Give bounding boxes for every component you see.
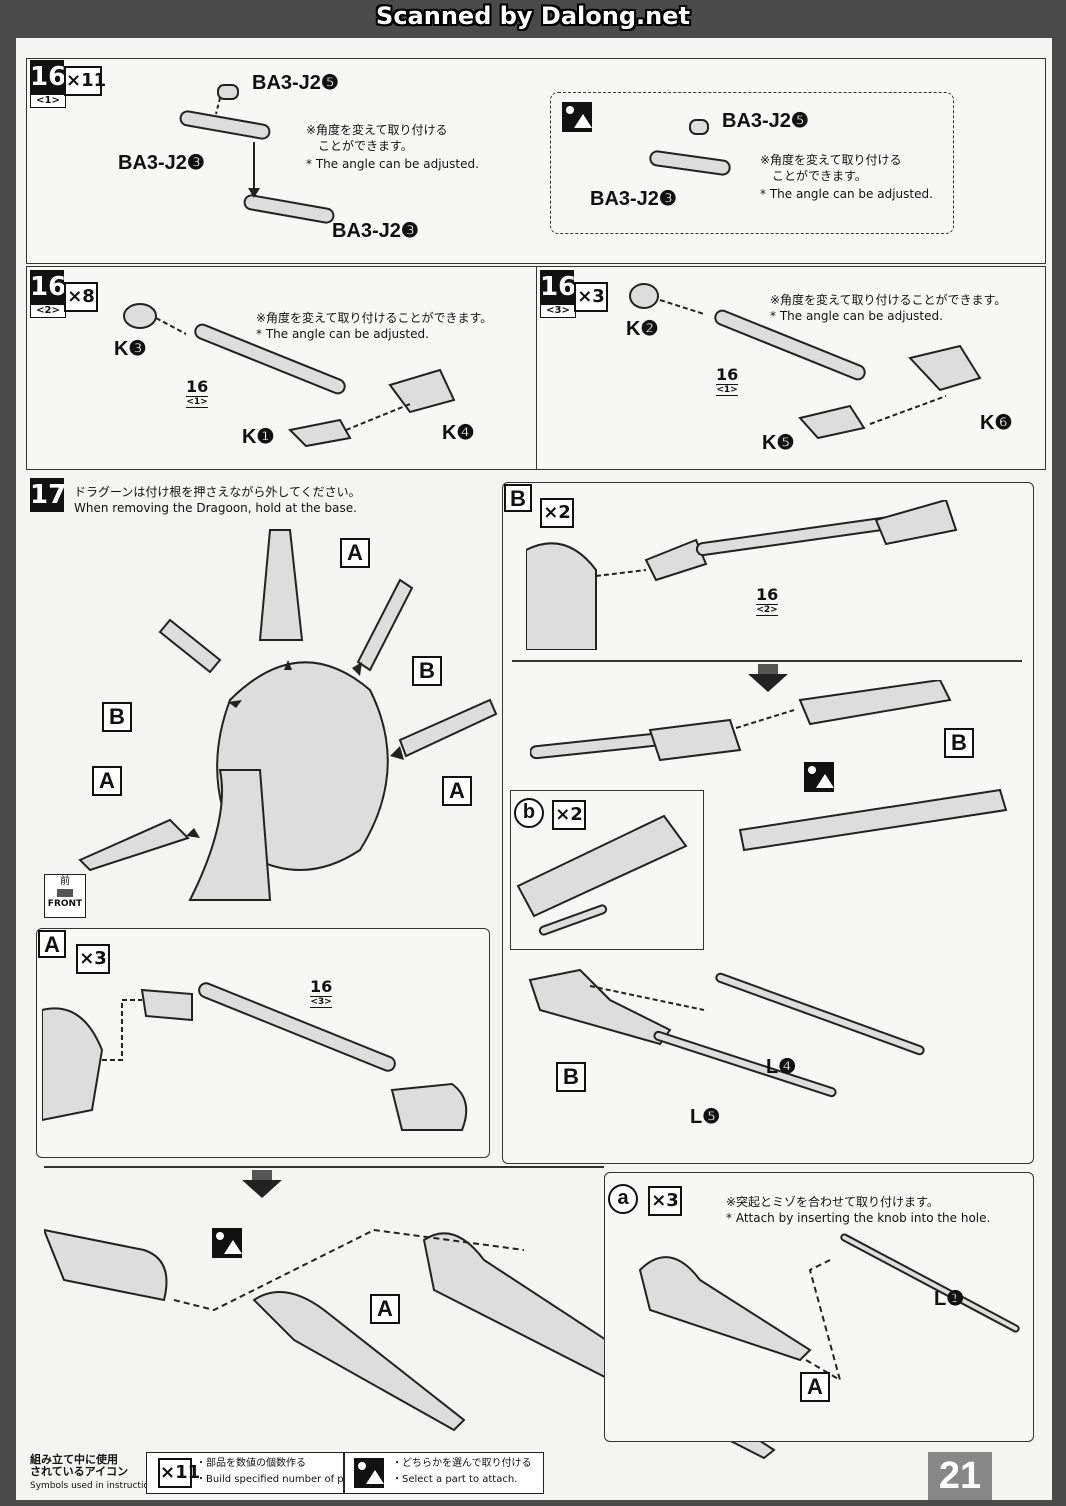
count-badge: ×11 — [64, 66, 106, 96]
panel-b-bottom-drawing — [528, 968, 925, 1098]
page-number: 21 — [928, 1452, 992, 1500]
step-reference: 16<2> — [756, 585, 779, 616]
step-sub: <2> — [30, 304, 66, 318]
sub-b-drawing — [516, 814, 688, 936]
step-number: 17 — [30, 478, 67, 512]
removal-note-en: When removing the Dragoon, hold at the b… — [74, 501, 357, 515]
step-sub: <1> — [30, 94, 66, 108]
count-badge: ×2 — [552, 800, 586, 830]
panel-divider — [44, 1166, 604, 1168]
marker-b: B — [102, 702, 132, 732]
dragoon-shaft-drawing — [123, 303, 456, 448]
sub-a-letter: a — [608, 1184, 638, 1214]
angle-note-jp: ※角度を変えて取り付ける ことができます。 — [306, 123, 448, 153]
marker-b: B — [412, 656, 442, 686]
step-reference: 16<3> — [310, 977, 333, 1008]
panel-a-drawing — [42, 982, 468, 1131]
panel-a-letter: A — [38, 930, 66, 958]
marker-a: A — [340, 538, 370, 568]
part-label: K❻ — [980, 412, 1013, 434]
part-label: K❷ — [626, 318, 659, 340]
select-part-icon — [562, 102, 592, 132]
angle-note-en: * The angle can be adjusted. — [306, 157, 479, 171]
select-part-icon — [212, 1228, 242, 1258]
joint-parts-drawing — [179, 84, 335, 224]
removal-note-jp: ドラグーンは付け根を押さえながら外してください。 — [74, 485, 361, 499]
legend-title-en: Symbols used in instructions — [30, 1481, 160, 1491]
part-label: BA3-J2❸ — [118, 152, 205, 174]
marker-a: A — [92, 766, 122, 796]
part-label: L❶ — [934, 1288, 965, 1310]
step-reference: 16<1> — [716, 365, 739, 396]
angle-note-en: * The angle can be adjusted. — [760, 187, 933, 201]
down-arrow — [748, 664, 788, 692]
alt-option-box — [550, 92, 954, 234]
dragoon-shaft-drawing — [629, 283, 982, 440]
angle-note-en: * The angle can be adjusted. — [256, 327, 429, 341]
knob-note-jp: ※突起とミゾを合わせて取り付けます。 — [726, 1195, 939, 1209]
panel-divider — [512, 660, 1022, 662]
legend-title-jp: 組み立て中に使用 されているアイコン — [30, 1453, 129, 1478]
part-label: BA3-J2❺ — [252, 72, 339, 94]
angle-note-en: * The angle can be adjusted. — [770, 309, 943, 323]
sub-b-letter: b — [514, 798, 544, 828]
step-sub: <3> — [540, 304, 576, 318]
angle-note-jp: ※角度を変えて取り付ける ことができます。 — [760, 153, 902, 183]
marker-a: A — [442, 776, 472, 806]
legend-count-jp: ・部品を数値の個数作る — [196, 1458, 306, 1469]
count-badge: ×2 — [540, 498, 574, 528]
knob-note-en: * Attach by inserting the knob into the … — [726, 1211, 991, 1225]
part-label: L❹ — [766, 1056, 797, 1078]
angle-note-jp: ※角度を変えて取り付けることができます。 — [770, 293, 1007, 307]
part-label: K❸ — [114, 338, 147, 360]
sub-a-drawing — [638, 1233, 1020, 1383]
part-label: K❺ — [762, 432, 795, 454]
result-label-b: B — [944, 728, 974, 758]
select-part-icon — [804, 762, 834, 792]
front-icon-mark — [57, 889, 73, 897]
part-label: BA3-J2❺ — [722, 110, 809, 132]
select-icon — [354, 1458, 384, 1488]
count-badge: ×3 — [574, 282, 608, 312]
front-icon-en: FRONT — [47, 899, 83, 909]
panel-b-top-drawing — [526, 500, 958, 650]
backpack-dragoon-diagram — [78, 529, 498, 901]
result-label-a: A — [370, 1294, 400, 1324]
legend-select-en: ・Select a part to attach. — [392, 1474, 518, 1485]
part-label: L❺ — [690, 1106, 721, 1128]
part-label: BA3-J2❸ — [590, 188, 677, 210]
front-icon: 前 FRONT — [44, 874, 86, 918]
legend-select-jp: ・どちらかを選んで取り付ける — [392, 1458, 532, 1469]
angle-note-jp: ※角度を変えて取り付けることができます。 — [256, 311, 493, 325]
step-number: 16 — [30, 270, 67, 304]
part-label-b: B — [556, 1062, 586, 1092]
panel-b-letter: B — [504, 484, 532, 512]
panel-b-mid-drawing — [530, 680, 1008, 852]
step-number: 16 — [540, 270, 577, 304]
alt-joint-drawing — [649, 119, 731, 176]
front-icon-jp: 前 — [60, 876, 70, 887]
part-label: BA3-J2❸ — [332, 220, 419, 242]
count-badge: ×8 — [64, 282, 98, 312]
down-arrow — [242, 1170, 282, 1198]
legend-count-en: ・Build specified number of parts. — [196, 1474, 367, 1485]
step-number: 16 — [30, 60, 67, 94]
count-badge: ×3 — [648, 1186, 682, 1216]
part-label: K❹ — [442, 422, 475, 444]
part-label: K❶ — [242, 426, 275, 448]
part-label-a: A — [800, 1372, 830, 1402]
count-badge: ×3 — [76, 944, 110, 974]
count-icon: ×11 — [158, 1458, 200, 1488]
step-reference: 16<1> — [186, 377, 209, 408]
scan-credit: Scanned by Dalong.net — [376, 2, 690, 30]
